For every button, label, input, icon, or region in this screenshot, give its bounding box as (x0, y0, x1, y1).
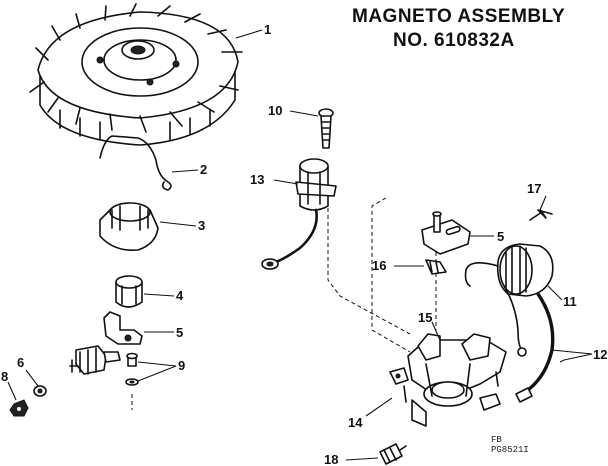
title-line-1: MAGNETO ASSEMBLY (352, 6, 566, 27)
sleeve-part (115, 275, 143, 308)
ignition-coil-part (464, 243, 554, 357)
callout-5-left: 5 (176, 325, 183, 340)
callout-9: 9 (178, 358, 185, 373)
reference-code-line-2: PG8521I (491, 445, 529, 455)
bracket-part-left (103, 311, 143, 345)
screw-part (318, 108, 334, 149)
callout-13: 13 (250, 172, 264, 187)
callout-3: 3 (198, 218, 205, 233)
callout-18: 18 (324, 452, 338, 466)
callout-14: 14 (348, 415, 363, 430)
callout-15: 15 (418, 310, 432, 325)
callout-8: 8 (1, 369, 8, 384)
shroud-part (99, 202, 159, 252)
spring-wire-part (99, 135, 172, 191)
backplate-part (389, 333, 507, 427)
callout-4: 4 (176, 288, 184, 303)
callout-6: 6 (17, 355, 24, 370)
condenser-part (261, 158, 337, 270)
plate-part-right (421, 211, 471, 255)
callout-2: 2 (200, 162, 207, 177)
callout-1: 1 (264, 22, 271, 37)
flywheel-part (29, 3, 243, 146)
title-line-2: NO. 610832A (393, 30, 515, 51)
screw-and-washer-part (125, 352, 139, 386)
callout-12: 12 (593, 347, 607, 362)
reference-code-line-1: FB (491, 435, 502, 445)
callout-17: 17 (527, 181, 541, 196)
callout-5-right: 5 (497, 229, 504, 244)
clip-part (425, 259, 447, 275)
callout-10: 10 (268, 103, 282, 118)
high-tension-lead-part (526, 292, 555, 392)
washer-part (33, 385, 47, 397)
callout-16: 16 (372, 258, 386, 273)
nut-part (9, 399, 29, 417)
breaker-points-part (69, 345, 121, 375)
callout-11: 11 (563, 294, 577, 309)
plug-part (379, 443, 407, 465)
wire-clip-part (529, 209, 553, 221)
